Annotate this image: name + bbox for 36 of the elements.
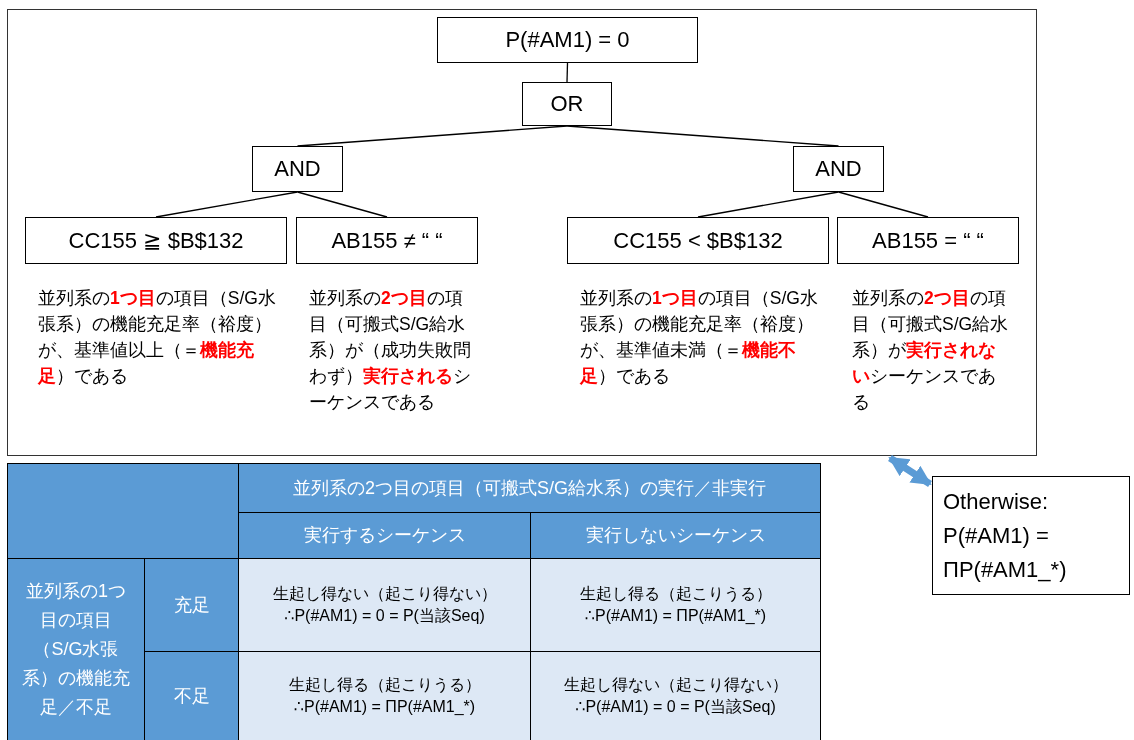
connector-line xyxy=(837,191,929,218)
description-text: 並列系の2つ目の項目（可搬式S/G給水系）が実行されないシーケンスである xyxy=(852,287,1010,414)
cell-text: 生起し得る（起こりうる） xyxy=(288,675,481,695)
cell-text: ∴P(#AM1) = 0 = P(当該Seq) xyxy=(575,697,776,717)
cell-text: 生起し得る（起こりうる） xyxy=(579,584,772,604)
connector-line xyxy=(155,191,299,218)
node-box: AB155 ≠ “ “ xyxy=(296,217,478,264)
description-text: 並列系の1つ目の項目（S/G水張系）の機能充足率（裕度）が、基準値未満（＝機能不足）である xyxy=(580,287,819,388)
cell-text: 並列系の1つ目の項目（S/G水張系）の機能充足／不足 xyxy=(22,580,130,719)
connector-line xyxy=(296,125,568,147)
frame-box xyxy=(7,9,1037,456)
node-box: CC155 < $B$132 xyxy=(567,217,829,264)
cell-text: ∴P(#AM1) = ΠP(#AM1_*) xyxy=(584,606,767,626)
cell-text: 生起し得ない（起こり得ない） xyxy=(272,584,497,604)
cell-text: 実行するシーケンス xyxy=(303,524,466,547)
cell-text: 並列系の2つ目の項目（可搬式S/G給水系）の実行／非実行 xyxy=(293,476,766,500)
cell-text: 生起し得ない（起こり得ない） xyxy=(563,675,788,695)
cell-text: ∴P(#AM1) = 0 = P(当該Seq) xyxy=(284,606,485,626)
node-box: P(#AM1) = 0 xyxy=(437,17,698,63)
node-box: AB155 = “ “ xyxy=(837,217,1019,264)
cell-text: 充足 xyxy=(173,593,210,617)
cell-text: ∴P(#AM1) = ΠP(#AM1_*) xyxy=(293,697,476,717)
connector-line xyxy=(697,191,840,218)
description-text: 並列系の2つ目の項目（可搬式S/G給水系）が（成功失敗問わず）実行されるシーケンスである xyxy=(309,287,472,414)
node-box: AND xyxy=(252,146,343,192)
double-arrow xyxy=(888,455,932,487)
note-box: Otherwise: P(#AM1) = ΠP(#AM1_*) xyxy=(932,476,1130,595)
connector-line xyxy=(296,191,388,218)
node-box: AND xyxy=(793,146,884,192)
node-box: CC155 ≧ $B$132 xyxy=(25,217,287,264)
description-text: 並列系の1つ目の項目（S/G水張系）の機能充足率（裕度）が、基準値以上（＝機能充足）である xyxy=(38,287,277,388)
cell-text: 実行しないシーケンス xyxy=(585,524,766,547)
cell-text: 不足 xyxy=(173,684,210,708)
connector-line xyxy=(566,62,569,83)
node-box: OR xyxy=(522,82,612,126)
connector-line xyxy=(566,125,840,147)
